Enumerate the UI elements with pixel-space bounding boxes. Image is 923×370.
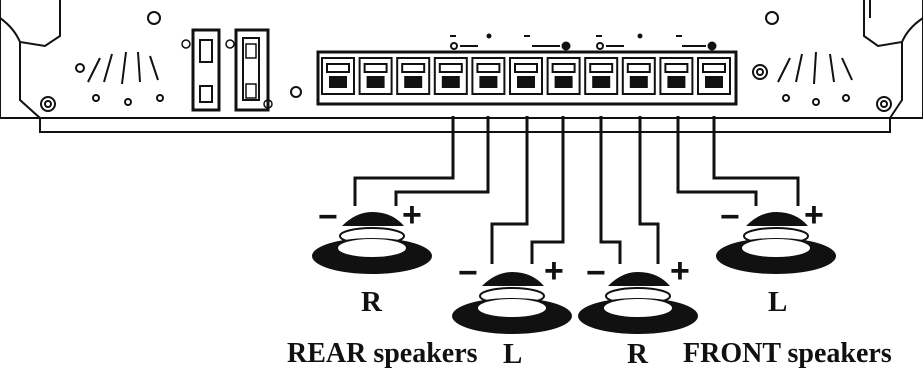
speaker-terminal [584, 57, 619, 95]
front-left-minus-label: − [720, 198, 740, 236]
speaker-terminal [621, 57, 656, 95]
speaker-front-right [578, 272, 698, 334]
speaker-terminal [358, 57, 393, 95]
right-heatsink-fins [752, 11, 892, 112]
terminal-row [321, 57, 731, 95]
front-right-plus-label: + [670, 252, 690, 290]
speaker-rear-left [452, 272, 572, 334]
speaker-rear-right [312, 212, 432, 274]
speaker-terminal [433, 57, 468, 95]
rear-right-minus-label: − [318, 198, 338, 236]
speaker-terminal [471, 57, 506, 95]
front-right-minus-label: − [586, 254, 606, 292]
speaker-terminal [509, 57, 543, 95]
speaker-terminal [659, 57, 694, 95]
speaker-terminal [396, 57, 431, 95]
fuse-holder-right [225, 28, 302, 112]
speaker-terminal [697, 57, 731, 95]
front-left-plus-label: + [804, 196, 824, 234]
front-right-letter: R [627, 338, 648, 370]
fuse-holder-left [181, 28, 221, 112]
front-left-letter: L [768, 286, 788, 318]
left-heatsink-fins [40, 11, 164, 112]
speaker-terminal [546, 57, 581, 95]
front-speakers-label: FRONT speakers [683, 338, 892, 369]
rear-left-letter: L [503, 338, 523, 370]
rear-right-letter: R [361, 286, 382, 318]
channel-polarity-marks [450, 33, 717, 51]
speaker-wires [353, 116, 800, 264]
rear-speakers-label: REAR speakers [287, 338, 478, 369]
speaker-terminal [321, 57, 355, 95]
speaker-front-left [716, 212, 836, 274]
rear-left-plus-label: + [544, 252, 564, 290]
rear-right-plus-label: + [402, 196, 422, 234]
rear-left-minus-label: − [458, 254, 478, 292]
